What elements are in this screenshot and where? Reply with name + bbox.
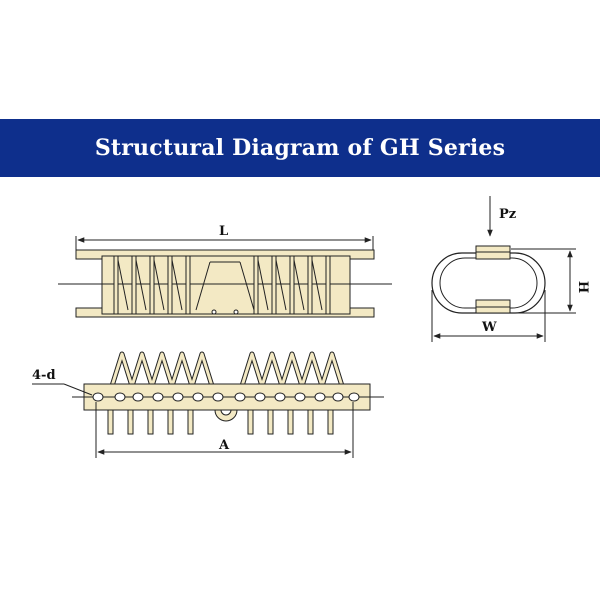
coil-leg: [267, 407, 274, 435]
mount-hole: [114, 392, 126, 402]
label-load: Pz: [499, 207, 516, 222]
spring-coil: [271, 255, 277, 315]
spring-coil: [113, 255, 119, 315]
mount-hole: [152, 392, 164, 402]
label-width: W: [481, 320, 497, 335]
label-height: H: [575, 281, 590, 293]
diagram-title: Structural Diagram of GH Series: [94, 135, 506, 161]
spring-diagonal: [135, 259, 147, 311]
title-banner: Structural Diagram of GH Series: [0, 119, 600, 177]
coil-leg: [307, 407, 314, 435]
mount-hole: [234, 392, 246, 402]
mount-hole: [172, 392, 184, 402]
coil-leg: [247, 407, 254, 435]
spring-coil: [289, 255, 295, 315]
spring-coil: [253, 255, 259, 315]
spring-coil: [185, 255, 191, 315]
mount-hole: [348, 392, 360, 402]
spring-diagonal: [293, 259, 305, 311]
spring-coil: [131, 255, 137, 315]
side-view-springs: [109, 351, 345, 389]
plate-hole: [211, 309, 217, 315]
spring-diagonal: [171, 259, 183, 311]
coil-leg: [327, 407, 334, 435]
mount-hole: [332, 392, 344, 402]
mount-hole: [314, 392, 326, 402]
mount-hole: [212, 392, 224, 402]
label-length: L: [219, 224, 228, 239]
spring-diagonal: [153, 259, 165, 311]
coil-leg: [167, 407, 174, 435]
coil-leg: [287, 407, 294, 435]
spring-diagonal: [257, 259, 269, 311]
mount-hole: [254, 392, 266, 402]
coil-leg: [107, 407, 114, 435]
spring-coil: [307, 255, 313, 315]
coil-right-fill: [240, 352, 344, 388]
holes-leader-d: [63, 383, 93, 396]
top-view: [58, 236, 392, 318]
side-view: [32, 351, 384, 458]
truss-line: [195, 261, 211, 311]
label-hole-spacing: A: [218, 438, 230, 453]
plate-hole: [233, 309, 239, 315]
spring-diagonal: [117, 259, 129, 311]
spring-coil: [325, 255, 331, 315]
spring-diagonal: [311, 259, 323, 311]
coil-leg: [187, 407, 194, 435]
mount-hole: [192, 392, 204, 402]
coil-leg: [127, 407, 134, 435]
mount-hole: [92, 392, 104, 402]
spring-coil: [149, 255, 155, 315]
truss-line: [239, 261, 255, 311]
mount-hole: [132, 392, 144, 402]
mount-hole: [274, 392, 286, 402]
coil-leg: [147, 407, 154, 435]
end-view: [431, 196, 576, 342]
spring-diagonal: [275, 259, 287, 311]
coil-left-fill: [110, 352, 214, 388]
spring-coil: [167, 255, 173, 315]
top-view-springs: [113, 255, 331, 315]
label-holes: 4-d: [32, 368, 56, 383]
mount-hole: [294, 392, 306, 402]
mount-holes: [92, 392, 360, 402]
